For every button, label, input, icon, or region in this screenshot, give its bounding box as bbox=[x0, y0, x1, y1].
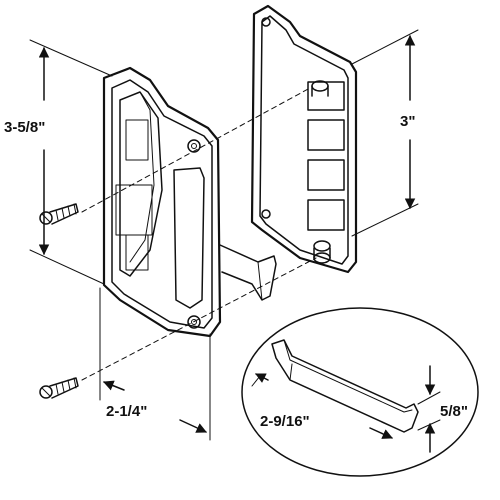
screw-icon bbox=[39, 377, 79, 399]
dimension-latch-width: 2-1/4" bbox=[99, 287, 211, 441]
detail-hook: 2-9/16" 5/8" bbox=[241, 307, 479, 477]
strike-plate bbox=[250, 4, 358, 274]
screw-icon bbox=[39, 203, 79, 225]
dimension-strike-height: 3" bbox=[351, 29, 419, 237]
dimension-label: 2-1/4" bbox=[106, 403, 147, 420]
dimension-label: 3" bbox=[400, 113, 415, 130]
grip-strip bbox=[173, 167, 205, 309]
dimension-label: 3-5/8" bbox=[4, 119, 45, 136]
latch-handle bbox=[102, 66, 277, 338]
grip-pad bbox=[115, 184, 153, 236]
alignment-lines bbox=[81, 87, 317, 381]
dimension-latch-height: 3-5/8" bbox=[4, 39, 113, 285]
dimension-label: 2-9/16" bbox=[260, 413, 310, 430]
dimension-label: 5/8" bbox=[440, 403, 468, 420]
